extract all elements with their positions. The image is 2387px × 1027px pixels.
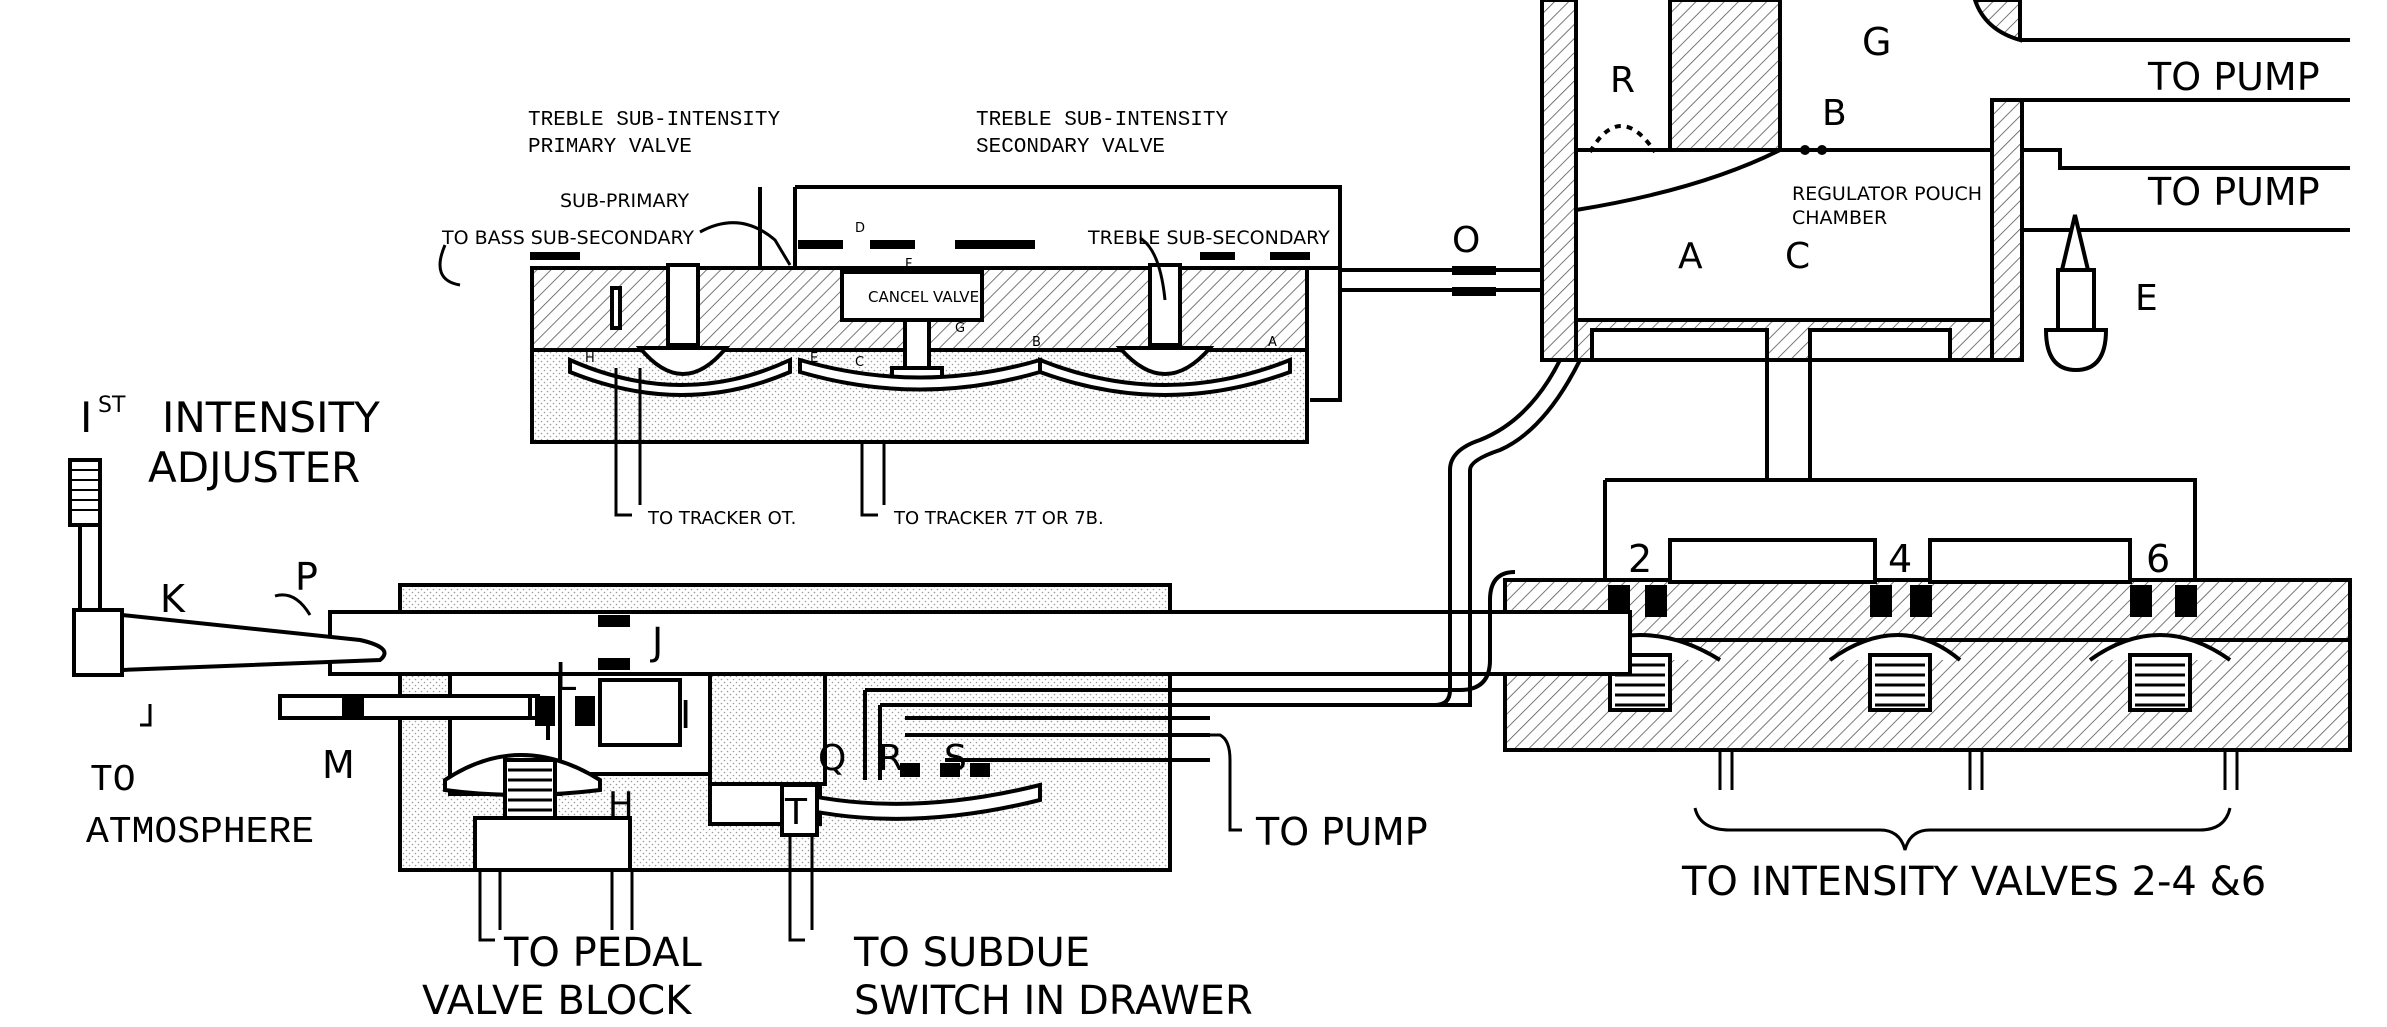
- first-intensity-label: INTENSITY: [162, 393, 380, 442]
- small-label-c: C: [855, 355, 864, 370]
- small-label-b: B: [1032, 335, 1041, 350]
- regulator-top-block: [1668, 0, 1782, 152]
- regulator-screw-tip: [2059, 214, 2091, 272]
- intensity-valves-brace: [1693, 807, 2232, 851]
- small-label-g: G: [955, 321, 965, 336]
- regulator-relief-valve: [1588, 124, 1657, 154]
- small-label-h: H: [585, 351, 595, 366]
- to-atmosphere-label-2: ATMOSPHERE: [86, 811, 314, 854]
- bass-arrow: [438, 244, 461, 287]
- treble-primary-title-2: PRIMARY VALVE: [528, 136, 692, 159]
- secondary-stem: [1148, 263, 1182, 347]
- letter-k: K: [160, 577, 186, 621]
- atmosphere-arrow: [140, 704, 152, 727]
- letter-o: O: [1452, 220, 1480, 261]
- letter-e: E: [2135, 278, 2158, 319]
- treble-sub-secondary-label: TREBLE SUB-SECONDARY: [1087, 227, 1330, 249]
- regulator-block: [1340, 0, 2350, 480]
- letter-r: R: [1610, 60, 1635, 101]
- letter-p: P: [295, 555, 318, 599]
- intensity-valves-block: [1503, 478, 2352, 851]
- intensity-adjuster-knob[interactable]: [68, 458, 387, 677]
- treble-secondary-title-1: TREBLE SUB-INTENSITY: [976, 109, 1228, 132]
- valve-4-label: 4: [1888, 537, 1912, 581]
- treble-secondary-title-2: SECONDARY VALVE: [976, 136, 1165, 159]
- valve-6-spring: [2088, 633, 2232, 712]
- regulator-label-2: CHAMBER: [1792, 207, 1887, 229]
- letter-j: J: [650, 620, 663, 664]
- p-arrow: [274, 593, 312, 616]
- to-subdue-label-1: TO SUBDUE: [853, 930, 1090, 976]
- letter-a: A: [1678, 236, 1703, 277]
- to-tracker-7t-label: TO TRACKER 7T OR 7B.: [893, 508, 1104, 529]
- letter-i: I: [680, 693, 691, 737]
- cancel-valve-box: [840, 270, 984, 322]
- treble-primary-title-1: TREBLE SUB-INTENSITY: [528, 109, 780, 132]
- letter-b: B: [1822, 93, 1847, 134]
- to-subdue-label-2: SWITCH IN DRAWER: [854, 978, 1253, 1024]
- to-intensity-valves-label: TO INTENSITY VALVES 2-4 &6: [1681, 859, 2266, 905]
- cancel-valve-label: CANCEL VALVE: [868, 288, 979, 306]
- letter-t: T: [784, 792, 808, 833]
- small-label-a: A: [1268, 335, 1277, 350]
- regulator-screw: [2056, 268, 2096, 332]
- primary-valve-disc: [635, 346, 731, 376]
- treble-sub-intensity-valves: [530, 185, 1342, 505]
- letter-r-small: R: [878, 738, 903, 779]
- small-label-d: D: [855, 221, 865, 236]
- letter-m: M: [322, 743, 355, 787]
- sub-primary-label: SUB-PRIMARY: [560, 190, 689, 212]
- valve-6-label: 6: [2146, 537, 2170, 581]
- primary-stem: [666, 263, 700, 347]
- valve-4-spring: [1828, 633, 1962, 712]
- to-pump-mid-label: TO PUMP: [2147, 170, 2320, 214]
- adjuster-block: [278, 359, 1632, 930]
- regulator-label-1: REGULATOR POUCH: [1792, 183, 1982, 205]
- letter-c: C: [1785, 236, 1810, 277]
- adjuster-label: ADJUSTER: [148, 443, 360, 492]
- to-atmosphere-label-1: TO: [90, 759, 136, 802]
- small-label-e: E: [810, 351, 818, 366]
- to-bass-sub-secondary-label: TO BASS SUB-SECONDARY: [441, 227, 694, 249]
- first-intensity-sup: ST: [98, 393, 126, 418]
- letter-q: Q: [818, 738, 846, 779]
- first-intensity-num: I: [80, 393, 92, 442]
- valve-2-label: 2: [1628, 537, 1652, 581]
- sub-primary-arrow: [699, 221, 792, 266]
- to-pedal-label-1: TO PEDAL: [503, 930, 702, 976]
- letter-g: G: [1862, 20, 1891, 64]
- to-pedal-label-2: VALVE BLOCK: [422, 978, 693, 1024]
- to-pump-lower-label: TO PUMP: [1255, 810, 1428, 854]
- small-label-f: F: [905, 257, 912, 272]
- adjuster-needle: [120, 612, 387, 673]
- secondary-valve-disc: [1115, 346, 1215, 376]
- letter-h: H: [608, 785, 634, 825]
- regulator-left-wall: [1540, 0, 1578, 362]
- letter-l: L: [555, 655, 576, 699]
- to-pump-top-label: TO PUMP: [2147, 55, 2320, 99]
- to-tracker-ot-label: TO TRACKER OT.: [647, 508, 796, 529]
- letter-s: S: [944, 738, 967, 779]
- treble-secondary-arrow: [1139, 236, 1167, 301]
